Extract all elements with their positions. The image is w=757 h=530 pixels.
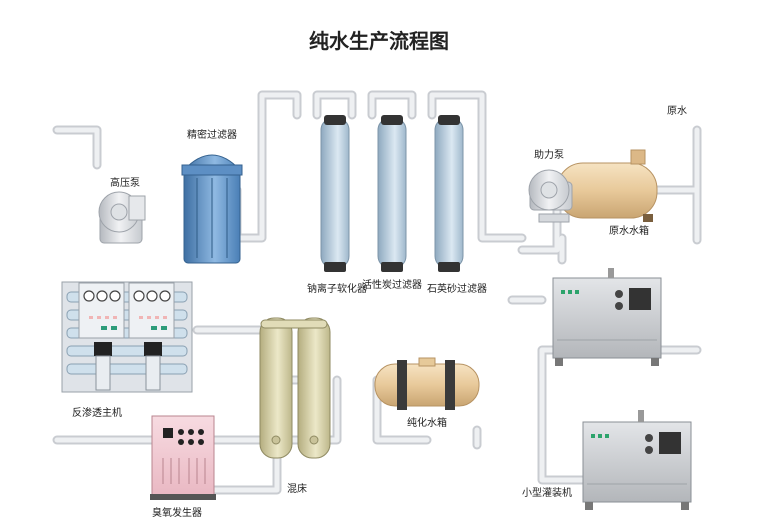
mixed-bed [259,317,331,459]
label-mixed-bed: 混床 [287,482,307,495]
high-pressure-pump [98,191,146,244]
ozone-generator [150,415,216,500]
small-filling-machine-lower [582,410,692,510]
label-raw-water: 原水 [667,105,687,117]
softener-column [320,115,350,272]
label-high-pressure-pump: 高压泵 [110,176,140,189]
booster-pump [528,169,573,223]
label-ro-host: 反渗透主机 [72,406,122,419]
diagram-title: 纯水生产流程图 [309,29,449,53]
pure-water-tank [374,357,480,410]
label-softener: 钠离子软化器 [307,282,367,295]
label-booster-pump: 助力泵 [534,148,564,161]
precision-filter [181,154,243,264]
ro-host [61,281,193,393]
activated-carbon-filter [377,115,407,272]
label-pure-water-tank: 纯化水箱 [407,416,447,429]
label-quartz-sand-filter: 石英砂过滤器 [427,282,487,295]
label-raw-water-tank: 原水水箱 [609,224,649,237]
label-precision-filter: 精密过滤器 [187,128,237,141]
quartz-sand-filter [434,115,464,272]
label-activated-carbon-filter: 活性炭过滤器 [362,278,422,291]
label-ozone-generator: 臭氧发生器 [152,506,202,519]
label-small-filling-machine: 小型灌装机 [522,486,572,499]
small-filling-machine-upper [552,268,662,366]
